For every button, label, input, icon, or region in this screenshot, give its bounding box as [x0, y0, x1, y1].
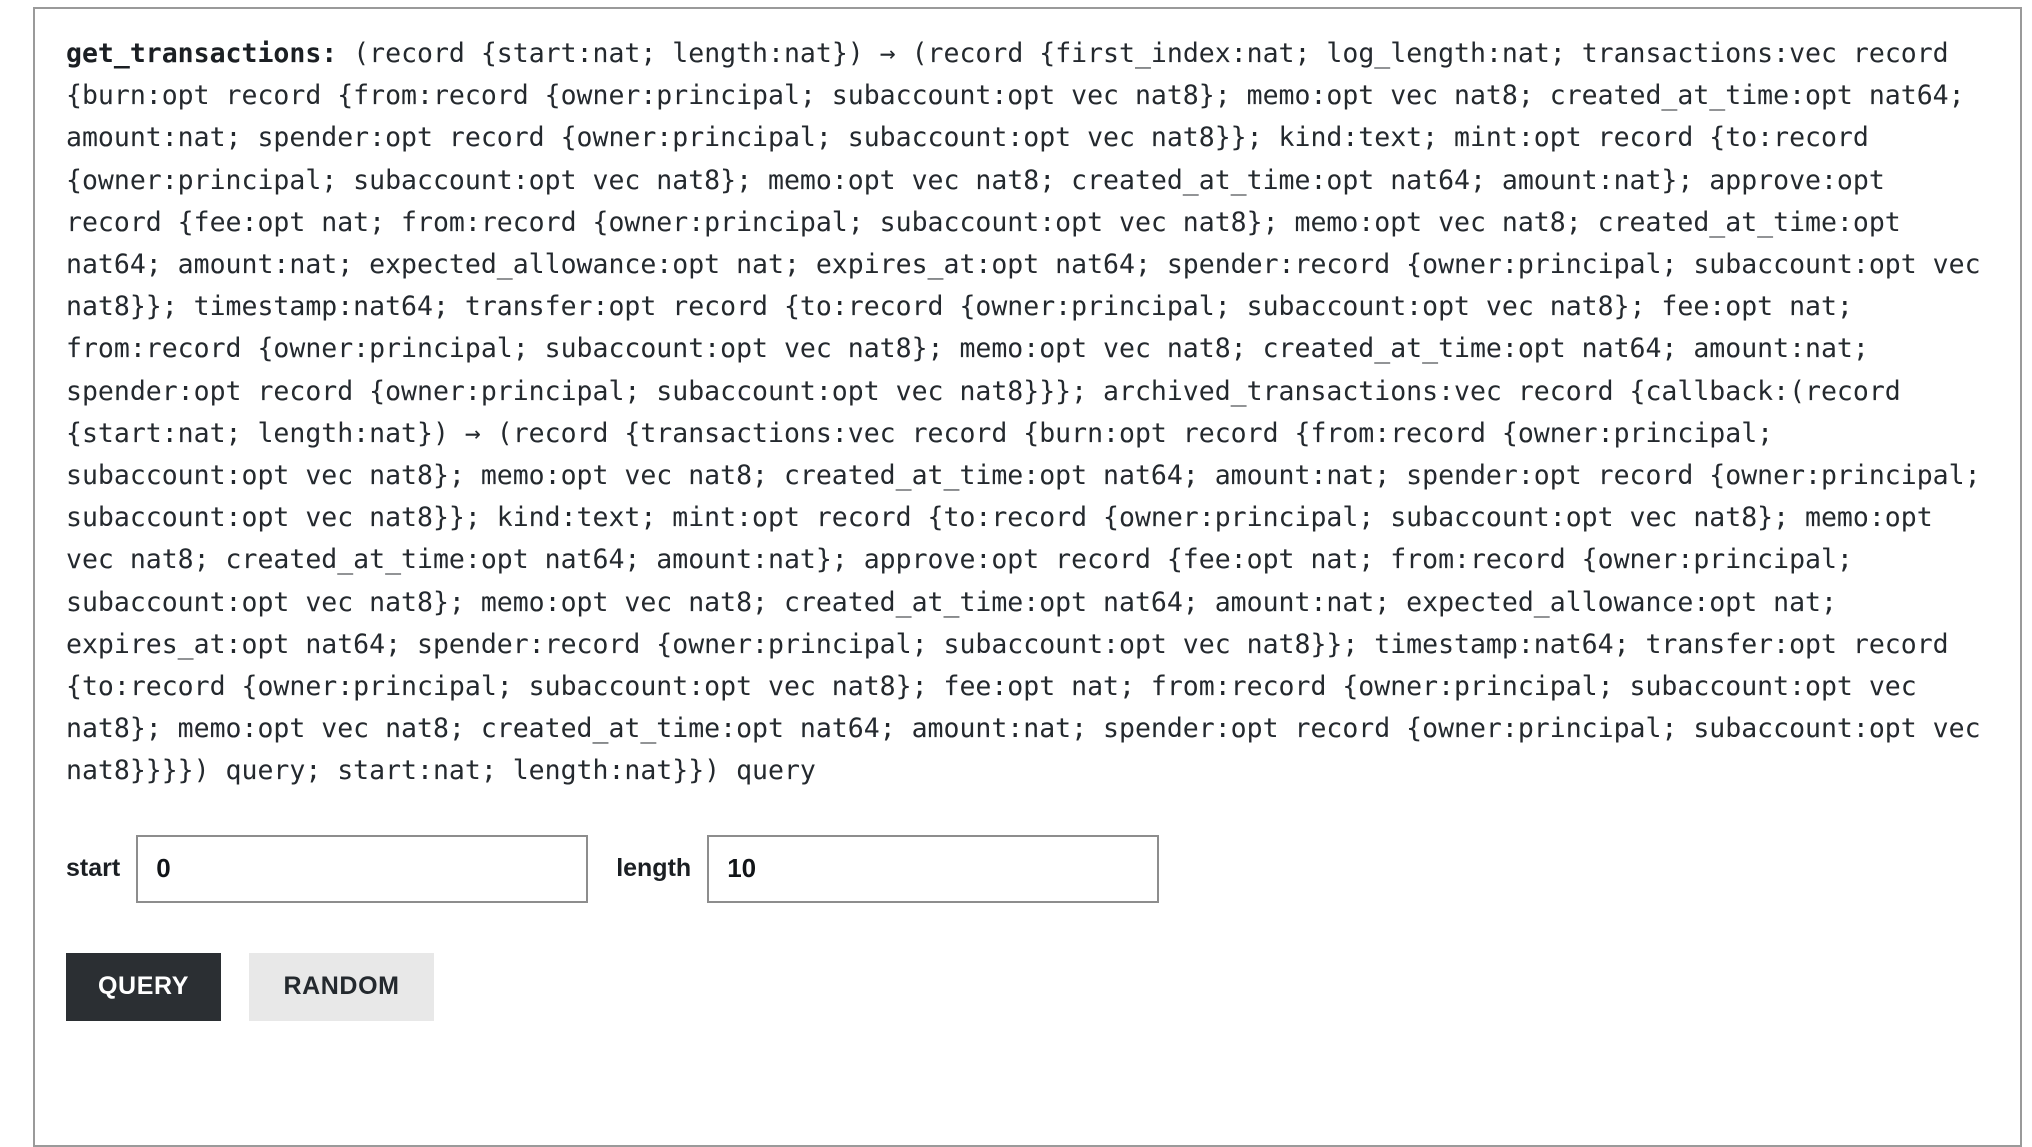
- field-group-length: length: [616, 834, 1160, 903]
- query-button[interactable]: QUERY: [66, 952, 221, 1021]
- method-signature: get_transactions: (record {start:nat; le…: [63, 33, 1996, 793]
- length-input[interactable]: [707, 834, 1160, 903]
- field-label-length: length: [616, 854, 692, 883]
- start-input[interactable]: [136, 834, 589, 903]
- random-button[interactable]: RANDOM: [249, 952, 434, 1021]
- field-group-start: start: [66, 834, 589, 903]
- method-name-separator: :: [321, 38, 354, 69]
- method-name: get_transactions: [66, 38, 322, 69]
- field-label-start: start: [66, 854, 121, 883]
- method-signature-text: (record {start:nat; length:nat}) → (reco…: [66, 38, 1981, 787]
- argument-fields-row: start length: [63, 834, 2000, 903]
- method-panel: get_transactions: (record {start:nat; le…: [33, 7, 2022, 1147]
- action-buttons-row: QUERY RANDOM: [63, 952, 2000, 1021]
